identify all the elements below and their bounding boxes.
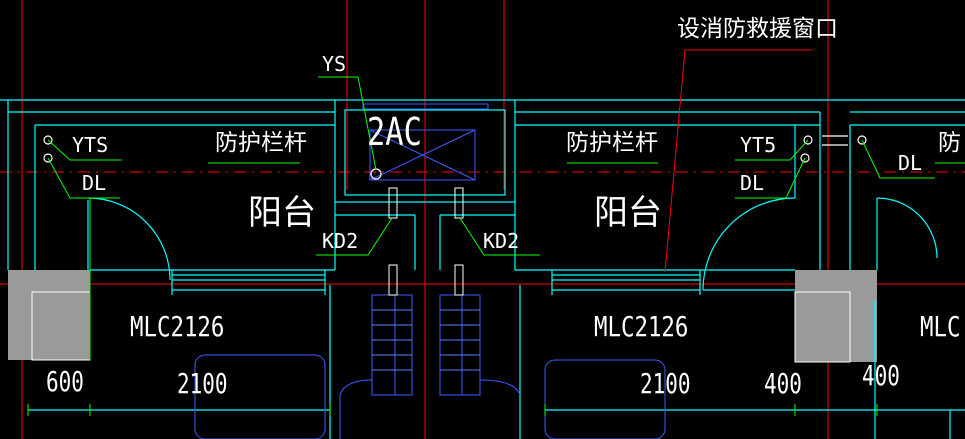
dimension-ticks — [27, 404, 878, 416]
dimension-2100-right: 2100 — [640, 367, 691, 400]
ac-box-inner — [344, 109, 506, 196]
dimension-400-a: 400 — [764, 367, 802, 400]
guardrail-label-right: 防护栏杆 — [566, 130, 658, 156]
window-code-left: MLC2126 — [130, 310, 225, 343]
ac-cross — [369, 129, 476, 181]
leader-dl-far — [861, 139, 935, 179]
ac-label: 2AC — [367, 110, 422, 154]
leader-kd2-right — [459, 217, 540, 256]
room-outline — [544, 359, 666, 439]
blue-details — [194, 103, 666, 439]
door-swing-right — [702, 197, 796, 291]
ac-unit — [369, 129, 476, 181]
dl-label-far: DL — [898, 151, 923, 175]
leader-yts-right — [735, 139, 809, 161]
balcony-label-right: 阳台 — [594, 193, 662, 233]
stair-curve — [339, 379, 373, 396]
ac-grille — [362, 103, 489, 110]
rescue-leader — [664, 49, 812, 273]
leader-ys — [318, 76, 377, 171]
wall-column-right — [795, 270, 877, 362]
kd2-label-right: KD2 — [483, 229, 520, 253]
dimension-600: 600 — [46, 365, 84, 398]
dl-drain — [43, 153, 53, 163]
window-code-right: MLC2126 — [594, 310, 689, 343]
yts-drain — [43, 135, 53, 145]
dl-label-left: DL — [82, 171, 107, 195]
drain-symbols — [43, 135, 867, 180]
stair-treads — [372, 309, 480, 371]
wall-fills — [8, 270, 877, 362]
room-outline — [194, 354, 326, 439]
walls — [0, 99, 965, 439]
kd2-label-left: KD2 — [322, 229, 359, 253]
rescue-window-label: 设消防救援窗口 — [677, 16, 838, 42]
door-swing-left — [87, 197, 171, 281]
window-code-far: MLC — [920, 310, 961, 343]
leader-yts-left — [47, 139, 122, 161]
yts-label-right: YT5 — [740, 133, 777, 157]
dl-label-right: DL — [740, 171, 765, 195]
leader-dl-left — [47, 157, 120, 199]
wall-column-left — [8, 270, 90, 360]
pipe-opening — [454, 264, 464, 296]
leader-lines — [47, 76, 965, 360]
yts-label-left: YTS — [72, 133, 109, 157]
wall-outline — [794, 291, 851, 363]
ys-label: YS — [322, 52, 347, 76]
dl-drain — [857, 135, 867, 145]
ac-box-outer — [334, 99, 516, 203]
guardrail-label-far: 防 — [938, 130, 961, 156]
balcony-label-left: 阳台 — [248, 193, 316, 233]
dimension-2100-left: 2100 — [177, 367, 228, 400]
yts-drain — [803, 135, 813, 145]
leader-rescue-window — [664, 49, 812, 273]
pipe-opening — [454, 187, 464, 219]
stair-curve — [479, 379, 521, 396]
pipe-opening — [388, 187, 398, 219]
guardrail-label-left: 防护栏杆 — [215, 130, 307, 156]
pipe-opening — [388, 264, 398, 296]
leader-dl-right — [735, 157, 806, 199]
dl-drain — [800, 153, 810, 163]
leader-kd2-left — [316, 217, 393, 256]
dimension-400-b: 400 — [862, 359, 900, 392]
pipe-openings — [388, 187, 464, 296]
door-swing-far — [876, 197, 938, 259]
